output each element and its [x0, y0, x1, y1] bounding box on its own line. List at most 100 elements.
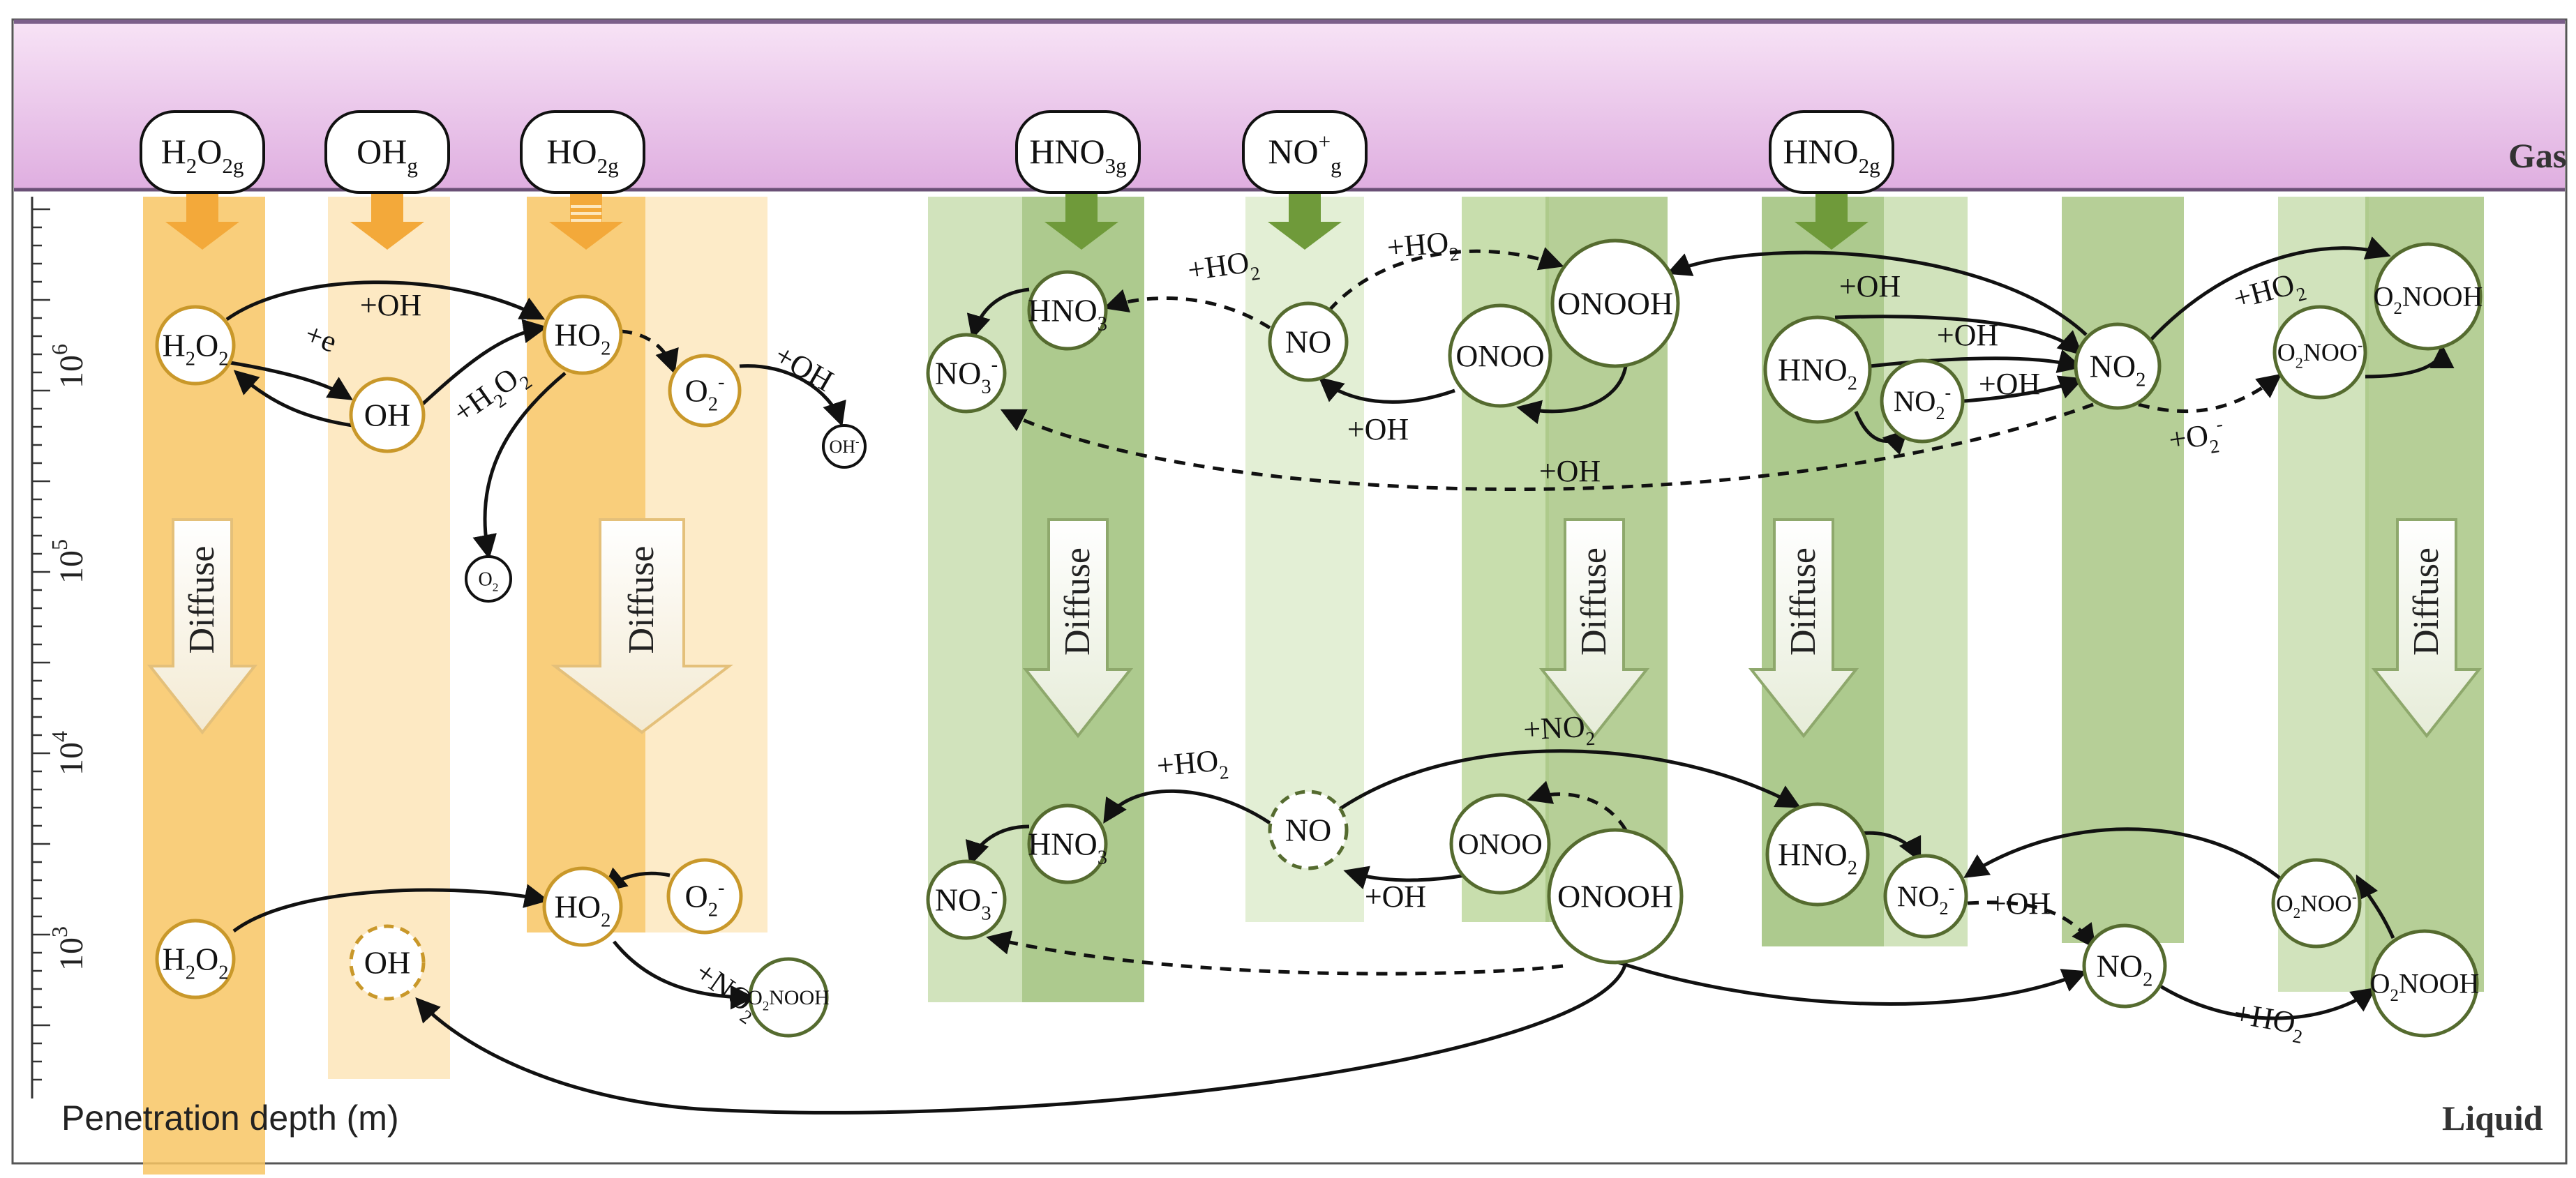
reaction-arrow [986, 930, 1564, 976]
reaction-arrow [1103, 289, 1271, 330]
liquid-label: Liquid [2442, 1098, 2543, 1138]
reaction-arrow [1834, 315, 2083, 356]
svg-text:+OH: +OH [1539, 454, 1601, 488]
column-stripe [1884, 197, 1968, 946]
reaction-arrow [613, 940, 755, 1010]
svg-text:H2O2: H2O2 [163, 328, 229, 370]
diffuse-arrow: Diffuse [2371, 518, 2483, 739]
svg-text:+OH: +OH [1365, 879, 1426, 914]
reaction-arrow [2365, 344, 2455, 379]
species-hno2: HNO2 [1765, 802, 1870, 907]
diffuse-label: Diffuse [1783, 548, 1823, 656]
svg-text:NO+g: NO+g [1268, 129, 1341, 178]
svg-text:HNO2: HNO2 [1778, 352, 1857, 395]
species-h2o2: H2O2 [155, 305, 236, 386]
axis-title: Penetration depth (m) [61, 1098, 399, 1138]
svg-text:O2NOOH: O2NOOH [747, 986, 830, 1013]
svg-text:NO3-: NO3- [935, 354, 998, 398]
svg-text:NO: NO [1285, 813, 1331, 848]
reaction-arrow [2138, 373, 2282, 414]
svg-text:ONOOH: ONOOH [1557, 879, 1673, 914]
diffuse-arrow: Diffuse [551, 518, 733, 734]
svg-text:HO2g: HO2g [546, 132, 618, 178]
gas-hno3: HNO3g [1015, 110, 1141, 194]
species-h2o2: H2O2 [155, 919, 236, 999]
reaction-arrow [421, 319, 548, 406]
species-o2nooh: O2NOOH [747, 957, 830, 1038]
svg-text:+HO2: +HO2 [1155, 743, 1230, 789]
svg-text:+HO2: +HO2 [1386, 225, 1460, 271]
svg-text:NO2-: NO2- [1894, 383, 1951, 423]
species-no3m: NO3- [926, 333, 1007, 414]
axis-tick-label: 104 [47, 731, 90, 776]
species-onooh: ONOOH [1550, 239, 1680, 368]
reaction-arrow [225, 280, 546, 322]
gas-label: Gas [2508, 136, 2566, 175]
reaction-arrow [965, 824, 1030, 866]
reaction-arrow [415, 962, 1628, 1115]
reaction-arrow [1618, 960, 2088, 1006]
svg-text:103: 103 [47, 926, 90, 971]
svg-text:+OH: +OH [1937, 318, 1998, 352]
svg-text:+OH: +OH [360, 288, 421, 322]
species-onoo: ONOO [1449, 793, 1551, 895]
svg-text:H2O2g: H2O2g [161, 132, 244, 178]
svg-text:OHg: OHg [357, 132, 418, 178]
reaction-label: +HO2 [1386, 225, 1460, 271]
species-hno3: HNO3 [1027, 803, 1108, 884]
reaction-arrow [1343, 866, 1466, 890]
diffuse-label: Diffuse [1058, 548, 1098, 656]
reaction-label: +OH [1937, 318, 1998, 352]
svg-text:+OH: +OH [1979, 367, 2040, 401]
svg-text:HNO2g: HNO2g [1783, 132, 1880, 178]
species-ho2: HO2 [542, 866, 623, 947]
svg-text:+OH: +OH [1347, 412, 1409, 446]
svg-text:HO2: HO2 [555, 317, 611, 360]
svg-text:NO2: NO2 [2090, 349, 2146, 391]
gas-hno2: HNO2g [1769, 110, 1894, 194]
svg-text:H2O2: H2O2 [163, 942, 229, 984]
svg-text:ONOO: ONOO [1458, 829, 1542, 861]
diffuse-arrow: Diffuse [1538, 518, 1650, 739]
reaction-arrow [1000, 402, 2094, 491]
svg-text:+NO2: +NO2 [1522, 709, 1596, 753]
svg-text:O2-: O2- [685, 877, 725, 921]
reaction-label: +OH [1839, 269, 1901, 303]
svg-text:HNO3g: HNO3g [1029, 132, 1126, 178]
reaction-arrow [966, 287, 1030, 340]
inflow-arrow [1268, 194, 1342, 250]
svg-text:HNO3: HNO3 [1028, 826, 1107, 869]
species-oh: OH [349, 924, 426, 1001]
frame-top [14, 20, 2565, 24]
species-oh: OH [349, 377, 426, 453]
reaction-label: +OH [1989, 886, 2051, 921]
axis-tick-label: 106 [47, 344, 90, 388]
species-o2: O2 [465, 555, 512, 603]
reaction-arrow [472, 372, 567, 559]
svg-text:+HO2: +HO2 [1185, 243, 1261, 293]
svg-text:HNO2: HNO2 [1778, 837, 1857, 879]
svg-text:NO3-: NO3- [935, 880, 998, 924]
species-ohm: OH- [822, 424, 867, 469]
svg-text:O2NOOH: O2NOOH [2370, 968, 2480, 1005]
gas-h2o2: H2O2g [140, 110, 265, 194]
reaction-arrow [1967, 900, 2097, 949]
species-hno3: HNO3 [1027, 270, 1108, 351]
reaction-arrow [1516, 365, 1628, 424]
reaction-arrow [1963, 375, 2084, 403]
diffuse-arrow: Diffuse [147, 518, 258, 735]
svg-text:O2NOOH: O2NOOH [2374, 281, 2483, 318]
svg-text:O2NOO-: O2NOO- [2276, 888, 2357, 921]
axis-tick-label: 103 [47, 926, 90, 971]
svg-text:O2: O2 [479, 569, 499, 594]
species-no2: NO2 [2082, 923, 2167, 1009]
gas-oh: OHg [324, 110, 450, 194]
gas-species: H2O2g OHg HO2g HNO3g NO+g HNO2g [140, 110, 1894, 194]
species-o2noo: O2NOO- [2272, 305, 2367, 400]
species-onoo: ONOO [1448, 303, 1552, 408]
reaction-arrow [2155, 981, 2376, 1020]
reaction-arrow [1666, 250, 2088, 336]
reaction-arrow [2356, 874, 2395, 939]
reaction-arrow [233, 370, 353, 428]
